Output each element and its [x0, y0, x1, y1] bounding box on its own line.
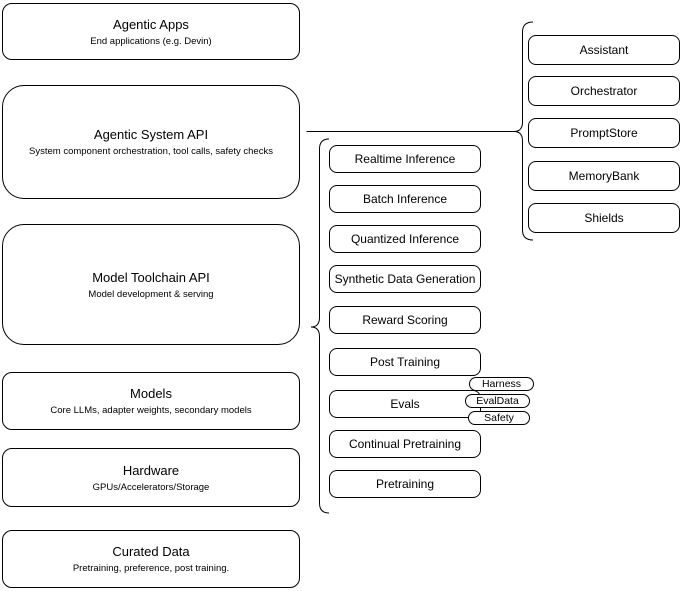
node-label: Assistant — [579, 43, 629, 57]
layer-box-agentic-system-api: Agentic System API System component orch… — [2, 85, 300, 199]
pill-label: Safety — [484, 412, 514, 424]
node-label: Continual Pretraining — [348, 437, 462, 451]
node-evals: Evals — [329, 390, 481, 418]
node-label: Quantized Inference — [350, 232, 460, 246]
node-label: Pretraining — [375, 477, 435, 491]
layer-title: Models — [130, 386, 172, 401]
layer-box-model-toolchain-api: Model Toolchain API Model development & … — [2, 224, 300, 345]
node-label: Realtime Inference — [354, 152, 456, 166]
layer-subtitle: End applications (e.g. Devin) — [90, 35, 212, 47]
node-label: MemoryBank — [568, 169, 640, 183]
node-realtime-inference: Realtime Inference — [329, 145, 481, 173]
node-label: Synthetic Data Generation — [334, 272, 476, 286]
node-memorybank: MemoryBank — [528, 161, 680, 191]
node-batch-inference: Batch Inference — [329, 185, 481, 213]
layer-subtitle: Pretraining, preference, post training. — [72, 563, 230, 574]
pill-safety: Safety — [468, 411, 530, 425]
node-label: Evals — [390, 397, 420, 411]
node-reward-scoring: Reward Scoring — [329, 306, 481, 334]
node-continual-pretraining: Continual Pretraining — [329, 430, 481, 458]
node-orchestrator: Orchestrator — [528, 76, 680, 106]
node-shields: Shields — [528, 203, 680, 233]
pill-label: EvalData — [476, 395, 519, 407]
node-pretraining: Pretraining — [329, 470, 481, 498]
layer-subtitle: System component orchestration, tool cal… — [29, 146, 273, 157]
node-promptstore: PromptStore — [528, 118, 680, 148]
layer-title: Agentic System API — [93, 127, 209, 142]
node-quantized-inference: Quantized Inference — [329, 225, 481, 253]
pill-harness: Harness — [469, 377, 534, 391]
layer-subtitle: GPUs/Accelerators/Storage — [92, 481, 210, 493]
layer-subtitle: Core LLMs, adapter weights, secondary mo… — [50, 405, 252, 416]
node-synthetic-data-generation: Synthetic Data Generation — [329, 265, 481, 293]
node-label: Batch Inference — [362, 192, 448, 206]
node-assistant: Assistant — [528, 35, 680, 65]
layer-title: Hardware — [122, 462, 180, 478]
node-post-training: Post Training — [329, 348, 481, 376]
toolchain-brace — [310, 138, 330, 514]
node-label: Post Training — [369, 355, 441, 369]
layer-title: Agentic Apps — [113, 16, 189, 32]
layer-box-curated-data: Curated Data Pretraining, preference, po… — [2, 530, 300, 588]
node-label: Shields — [584, 211, 624, 225]
layer-title: Curated Data — [112, 544, 190, 559]
layer-box-hardware: Hardware GPUs/Accelerators/Storage — [2, 448, 300, 507]
pill-evaldata: EvalData — [465, 394, 530, 408]
pill-label: Harness — [481, 378, 522, 390]
layer-subtitle: Model development & serving — [88, 288, 214, 300]
node-label: PromptStore — [570, 126, 638, 140]
node-label: Reward Scoring — [362, 313, 448, 327]
layer-box-agentic-apps: Agentic Apps End applications (e.g. Devi… — [2, 3, 300, 60]
layer-box-models: Models Core LLMs, adapter weights, secon… — [2, 372, 300, 430]
node-label: Orchestrator — [570, 84, 638, 98]
layer-title: Model Toolchain API — [92, 269, 210, 285]
